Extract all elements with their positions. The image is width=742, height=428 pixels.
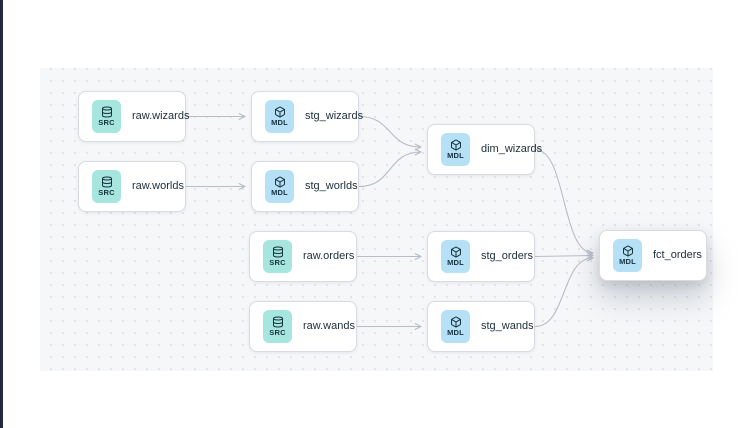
badge-label: SRC — [269, 258, 286, 268]
database-icon — [272, 316, 284, 328]
mdl-type-badge: MDL — [613, 239, 642, 272]
node-label: raw.wizards — [132, 110, 190, 122]
mdl-type-badge: MDL — [265, 100, 294, 133]
database-icon — [272, 246, 284, 258]
node-label: dim_wizards — [481, 143, 543, 155]
node-label: raw.worlds — [132, 180, 184, 192]
node-label: stg_wands — [481, 320, 534, 332]
node-raw_wizards[interactable]: SRC raw.wizards — [78, 91, 190, 142]
cube-icon — [274, 176, 286, 188]
edge-stg_wizards-dim_wizards — [358, 115, 422, 151]
cube-icon — [450, 139, 462, 151]
cube-icon — [274, 106, 286, 118]
edge-stg_wands-fct_orders — [534, 254, 594, 328]
node-label: raw.wands — [303, 320, 355, 332]
mdl-type-badge: MDL — [441, 310, 470, 343]
node-label: stg_orders — [481, 250, 533, 262]
node-stg_wizards[interactable]: MDL stg_wizards — [251, 91, 363, 142]
database-icon — [101, 106, 113, 118]
badge-label: MDL — [447, 151, 464, 161]
node-raw_orders[interactable]: SRC raw.orders — [249, 231, 357, 282]
node-fct_orders[interactable]: MDL fct_orders — [599, 230, 707, 281]
src-type-badge: SRC — [263, 240, 292, 273]
node-raw_worlds[interactable]: SRC raw.worlds — [78, 161, 186, 212]
node-label: stg_wizards — [305, 110, 364, 122]
node-raw_wands[interactable]: SRC raw.wands — [249, 301, 357, 352]
edge-stg_orders-fct_orders — [534, 252, 594, 260]
src-type-badge: SRC — [263, 310, 292, 343]
src-type-badge: SRC — [92, 170, 121, 203]
mdl-type-badge: MDL — [265, 170, 294, 203]
badge-label: MDL — [271, 188, 288, 198]
badge-label: MDL — [271, 118, 288, 128]
node-label: stg_worlds — [305, 180, 358, 192]
badge-label: MDL — [447, 328, 464, 338]
badge-label: MDL — [619, 257, 636, 267]
badge-label: SRC — [98, 188, 115, 198]
node-stg_worlds[interactable]: MDL stg_worlds — [251, 161, 359, 212]
node-label: raw.orders — [303, 250, 355, 262]
mdl-type-badge: MDL — [441, 240, 470, 273]
edge-dim_wizards-fct_orders — [534, 148, 594, 257]
cube-icon — [622, 245, 634, 257]
badge-label: SRC — [269, 328, 286, 338]
edge-stg_worlds-dim_wizards — [358, 148, 422, 188]
node-label: fct_orders — [653, 249, 702, 261]
cube-icon — [450, 316, 462, 328]
cube-icon — [450, 246, 462, 258]
window-edge — [0, 0, 3, 428]
mdl-type-badge: MDL — [441, 133, 470, 166]
node-stg_wands[interactable]: MDL stg_wands — [427, 301, 535, 352]
src-type-badge: SRC — [92, 100, 121, 133]
database-icon — [101, 176, 113, 188]
node-dim_wizards[interactable]: MDL dim_wizards — [427, 124, 542, 175]
node-stg_orders[interactable]: MDL stg_orders — [427, 231, 535, 282]
badge-label: MDL — [447, 258, 464, 268]
badge-label: SRC — [98, 118, 115, 128]
